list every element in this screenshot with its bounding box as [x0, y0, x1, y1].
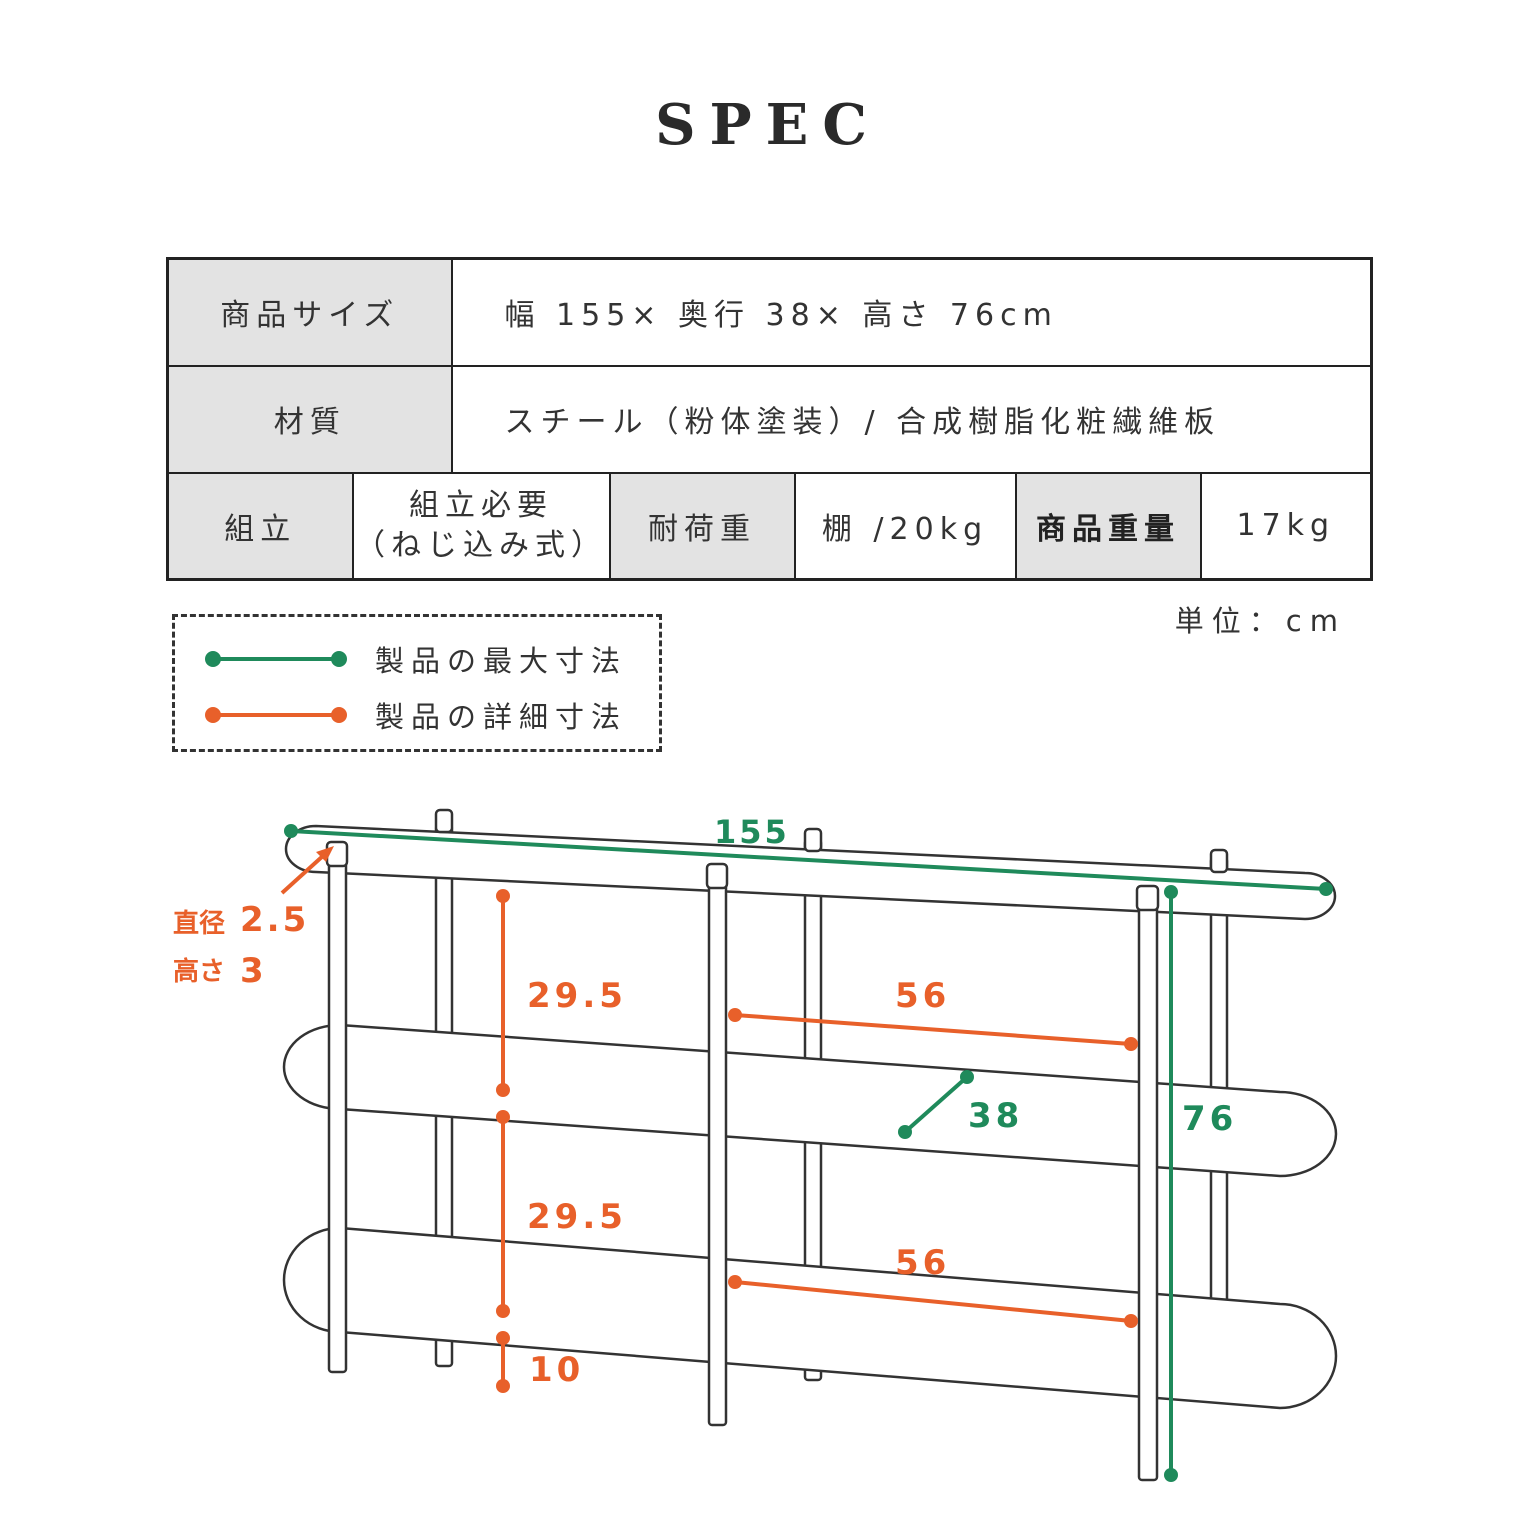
- weight-value: 17kg: [1199, 471, 1373, 581]
- legend-detail-label: 製品の詳細寸法: [375, 700, 628, 734]
- spec-row-assembly: 組立 組立必要 （ねじ込み式） 耐荷重 棚 /20kg 商品重量 17kg: [166, 471, 1373, 581]
- pole-diameter-caption: 直径: [173, 909, 225, 939]
- page-title: SPEC: [655, 92, 881, 158]
- spec-row-size: 商品サイズ 幅 155× 奥行 38× 高さ 76cm: [166, 257, 1373, 367]
- dimension-labels: 155 38 76 29.5 29.5 10 56 56 直径 2.5 高さ 3: [173, 813, 1237, 1390]
- pole-pointer-line: [280, 853, 326, 895]
- spec-row-material: 材質 スチール（粉体塗装）/ 合成樹脂化粧繊維板: [166, 364, 1373, 474]
- inner-width-bottom-label: 56: [895, 1243, 950, 1283]
- depth-label: 38: [968, 1096, 1023, 1136]
- pole-diameter-value: 2.5: [240, 900, 309, 940]
- legend-max: 製品の最大寸法: [205, 639, 628, 679]
- legend-detail-line-icon: [205, 707, 347, 723]
- shelf-bottom: [282, 1226, 1338, 1410]
- material-value: スチール（粉体塗装）/ 合成樹脂化粧繊維板: [450, 364, 1373, 474]
- inner-width-top-dim-line: [734, 1013, 1132, 1046]
- pole-cap-back-right: [1209, 848, 1229, 874]
- pole-front-mid: [707, 878, 728, 1427]
- width-label: 155: [714, 813, 790, 851]
- material-label: 材質: [166, 364, 453, 474]
- inner-width-top-label: 56: [895, 976, 950, 1016]
- pole-height-value: 3: [240, 951, 264, 991]
- shelf-middle: [282, 1023, 1338, 1178]
- assembly-label: 組立: [166, 471, 354, 581]
- size-value: 幅 155× 奥行 38× 高さ 76cm: [450, 257, 1373, 367]
- pole-cap-front-right: [1135, 884, 1160, 912]
- assembly-value: 組立必要 （ねじ込み式）: [351, 471, 611, 581]
- size-label: 商品サイズ: [166, 257, 453, 367]
- assembly-value-line1: 組立必要: [409, 487, 553, 523]
- pole-height-caption: 高さ: [173, 956, 225, 987]
- legend-max-line-icon: [205, 651, 347, 667]
- width-dim-line: [290, 829, 1327, 891]
- max-dimensions: [284, 824, 1333, 1482]
- depth-dim-line: [903, 1075, 969, 1134]
- unit-label: 単位：cm: [1174, 604, 1346, 638]
- gap-mid-label: 29.5: [527, 1197, 627, 1237]
- detail-dimensions: [280, 846, 1138, 1393]
- legend-detail: 製品の詳細寸法: [205, 695, 628, 735]
- gap-top-label: 29.5: [527, 976, 627, 1016]
- legend-box: 製品の最大寸法 製品の詳細寸法: [172, 614, 662, 752]
- pole-cap-front-mid: [705, 862, 729, 890]
- rack-drawing: [282, 808, 1338, 1482]
- load-label: 耐荷重: [608, 471, 796, 581]
- pole-cap-back-mid: [803, 827, 823, 853]
- spec-table: 商品サイズ 幅 155× 奥行 38× 高さ 76cm 材質 スチール（粉体塗装…: [166, 257, 1374, 581]
- load-value: 棚 /20kg: [793, 471, 1017, 581]
- pole-front-left: [327, 858, 348, 1374]
- leg-height-label: 10: [529, 1350, 584, 1390]
- height-label: 76: [1182, 1099, 1237, 1139]
- pole-cap-back-left: [434, 808, 454, 834]
- weight-label: 商品重量: [1014, 471, 1202, 581]
- legend-max-label: 製品の最大寸法: [375, 644, 628, 678]
- inner-width-bottom-dim-line: [734, 1280, 1132, 1323]
- assembly-value-line2: （ねじ込み式）: [355, 527, 607, 563]
- pole-front-right: [1137, 898, 1159, 1482]
- pole-pointer-arrow-icon: [316, 846, 334, 862]
